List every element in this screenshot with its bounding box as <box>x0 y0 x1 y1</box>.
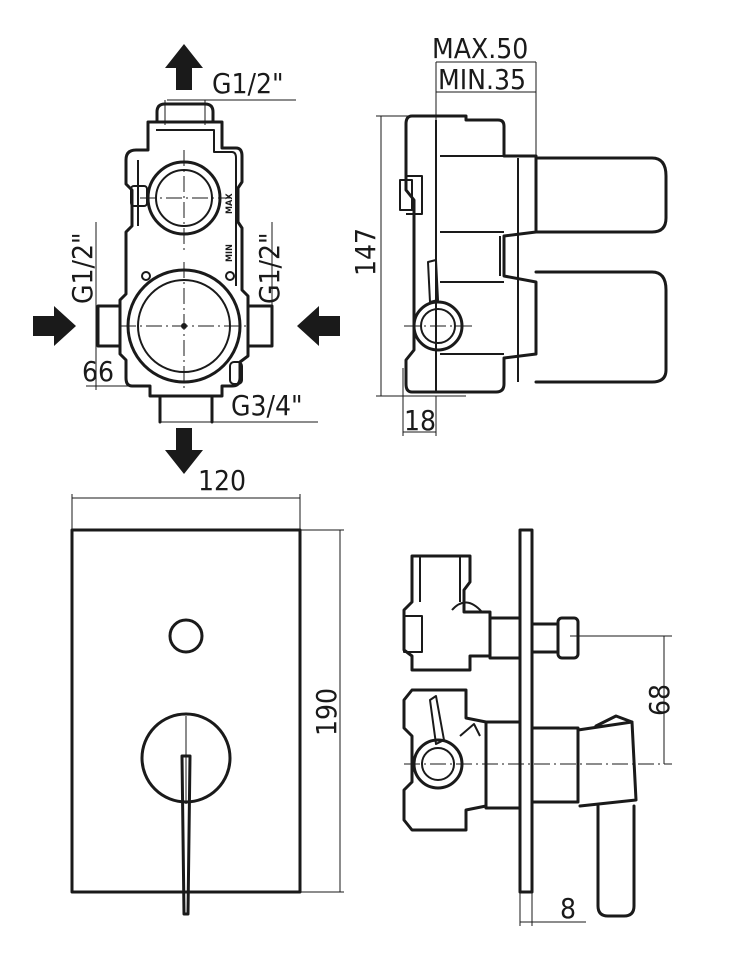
max-mark: MAX <box>225 193 235 214</box>
top-thread-label: G1/2" <box>212 67 284 100</box>
assembled-side-view: 8 68 <box>402 528 676 926</box>
width-dimension-label: 120 <box>198 464 246 497</box>
max-depth-label: MAX.50 <box>432 32 528 65</box>
right-thread-label: G1/2" <box>253 232 286 304</box>
left-thread-label: G1/2" <box>66 232 99 304</box>
min-mark: MIN <box>225 244 235 262</box>
outlet-bottom-arrow-icon <box>165 428 203 474</box>
depth-dimension-label: 18 <box>404 404 436 437</box>
inlet-left-arrow-icon <box>33 306 76 346</box>
bottom-thread-label: G3/4" <box>231 389 303 422</box>
inlet-right-arrow-icon <box>297 306 340 346</box>
body-front-view: MAX MIN G1/2" G1/2" G1/2" 66 G3/4" <box>33 44 340 474</box>
height-dimension-label: 147 <box>349 228 382 276</box>
plate-thickness-label: 8 <box>560 892 576 925</box>
cover-plate-front-view: 120 190 <box>70 464 344 916</box>
diverter-knob <box>168 618 204 654</box>
cover-plate <box>70 528 302 894</box>
offset-dimension-label: 66 <box>82 355 114 388</box>
outlet-top-arrow-icon <box>165 44 203 90</box>
min-depth-label: MIN.35 <box>438 63 526 96</box>
lever-handle <box>180 754 192 916</box>
body-side-view: MAX.50 MIN.35 147 18 <box>349 32 668 437</box>
spacing-dimension-label: 68 <box>643 684 676 716</box>
side-plate <box>518 528 534 894</box>
plate-height-label: 190 <box>310 688 343 736</box>
